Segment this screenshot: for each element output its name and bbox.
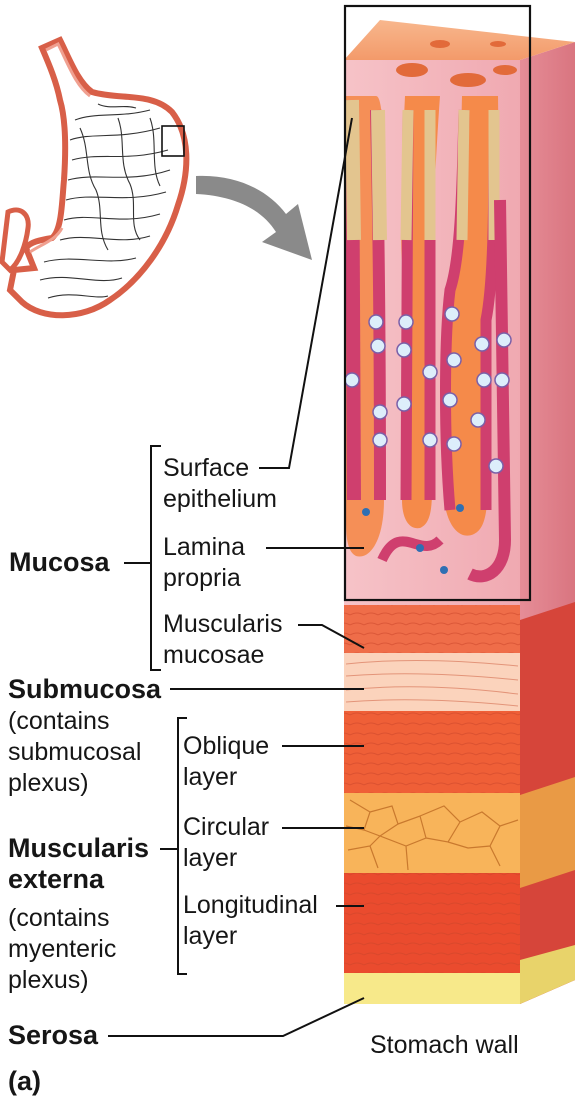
surface-epithelium-label: Surface epithelium	[163, 453, 277, 515]
panel-label: (a)	[8, 1066, 41, 1097]
mucosa-label: Mucosa	[9, 547, 110, 578]
serosa-leader	[108, 998, 364, 1036]
serosa-layer	[344, 973, 520, 1004]
stomach-wall-caption: Stomach wall	[370, 1030, 519, 1061]
submucosa-label: Submucosa	[8, 674, 161, 705]
muscularis-externa-note: (contains myenteric plexus)	[8, 903, 116, 996]
oblique-layer-label: Oblique layer	[183, 731, 269, 793]
serosa-label: Serosa	[8, 1020, 98, 1051]
surface-epithelium-leader	[259, 118, 352, 468]
muscularis-mucosae-label: Muscularis mucosae	[163, 609, 282, 671]
submucosa-note: (contains submucosal plexus)	[8, 706, 141, 799]
lamina-propria-label: Lamina propria	[163, 532, 245, 594]
zoom-arrow	[196, 176, 312, 260]
stomach-icon	[2, 40, 186, 315]
circular-layer-label: Circular layer	[183, 812, 269, 874]
gastric-glands	[345, 96, 511, 576]
mucosa-bracket	[151, 446, 161, 670]
muscularis-externa-label: Muscularis externa	[8, 833, 149, 895]
longitudinal-layer-label: Longitudinal layer	[183, 890, 318, 952]
